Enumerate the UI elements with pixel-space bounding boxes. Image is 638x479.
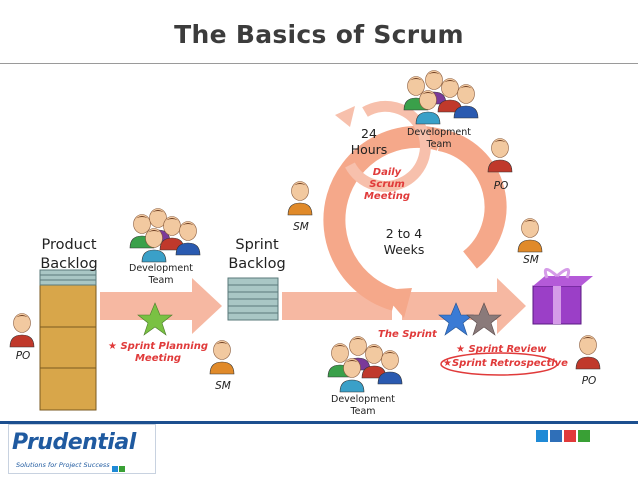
dev-team-planning-people <box>129 208 201 263</box>
footer-square-1 <box>536 430 548 442</box>
sprint-cycle <box>323 125 507 318</box>
logo-wordmark: Prudential <box>12 430 136 455</box>
po-person-right <box>575 335 601 370</box>
logo-box <box>8 424 156 474</box>
sprint-planning-star-glyph: ★ <box>107 341 117 352</box>
dev-team-sprint-people <box>327 336 403 393</box>
product-backlog-label: Product Backlog <box>30 236 108 274</box>
sprint-backlog-stack <box>227 277 279 321</box>
weeks-line1: 2 to 4 <box>385 226 423 241</box>
logo-square-green <box>119 466 125 472</box>
daily-scrum-line1: Daily Scrum <box>369 167 405 190</box>
weeks-line2: Weeks <box>383 242 425 257</box>
po-label-left: PO <box>15 350 31 362</box>
daily-scrum-label: Daily Scrum Meeting <box>354 167 420 203</box>
dev-team-planning-line1: Development <box>129 263 193 274</box>
sm-label-bottom: SM <box>215 380 231 392</box>
logo-square-blue <box>112 466 118 472</box>
sm-person-right <box>517 218 543 253</box>
sprint-backlog-line2: Backlog <box>228 256 286 272</box>
footer-square-3 <box>564 430 576 442</box>
the-sprint-label: The Sprint <box>378 329 437 340</box>
product-backlog-stack <box>39 269 97 411</box>
title-divider <box>0 63 638 64</box>
sprint-retro-star-glyph: ★ <box>443 358 452 369</box>
retrospective-highlight <box>440 352 558 376</box>
dev-team-sprint-label: Development Team <box>322 394 404 418</box>
po-person-left <box>9 313 35 348</box>
dev-team-planning-line2: Team <box>148 275 174 286</box>
weeks-label: 2 to 4 Weeks <box>368 226 440 258</box>
hours-line2: Hours <box>350 142 388 157</box>
sprint-planning-label: ★ Sprint Planning Meeting <box>106 341 210 365</box>
sprint-review-text: Sprint Review <box>468 344 547 355</box>
po-person-top <box>487 138 513 173</box>
dev-team-sprint-line1: Development <box>331 394 395 405</box>
footer-divider <box>0 421 638 424</box>
logo-tagline: Solutions for Project Success <box>16 461 110 469</box>
daily-scrum-line2: Meeting <box>363 191 410 202</box>
sm-person-bottom <box>209 340 235 375</box>
dev-team-daily-line1: Development <box>407 127 471 138</box>
dev-team-daily-label: Development Team <box>398 127 480 151</box>
dev-team-planning-label: Development Team <box>120 263 202 287</box>
sm-person-top <box>287 181 313 216</box>
sprint-planning-star <box>137 302 173 336</box>
footer-square-2 <box>550 430 562 442</box>
hours-label: 24 Hours <box>346 126 392 158</box>
sprint-backlog-label: Sprint Backlog <box>220 236 294 274</box>
product-increment-gift <box>532 268 593 325</box>
sprint-retrospective-text: Sprint Retrospective <box>451 358 568 369</box>
sprint-retrospective-label: ★Sprint Retrospective <box>443 357 568 370</box>
sprint-planning-line2: Meeting <box>134 353 181 364</box>
po-label-right: PO <box>581 375 597 387</box>
page-title: The Basics of Scrum <box>174 20 464 49</box>
sprint-planning-line1: Sprint Planning <box>120 341 208 352</box>
sprint-review-star-glyph: ★ <box>456 344 465 355</box>
product-backlog-line2: Backlog <box>40 256 98 272</box>
sm-label-right: SM <box>523 254 539 266</box>
sprint-review-label: ★ Sprint Review <box>456 343 547 356</box>
hours-line1: 24 <box>361 126 377 141</box>
footer-square-4 <box>578 430 590 442</box>
dev-team-sprint-line2: Team <box>350 406 376 417</box>
sprint-backlog-line1: Sprint <box>235 237 279 253</box>
product-backlog-line1: Product <box>41 237 97 253</box>
daily-cycle <box>335 100 431 192</box>
dev-team-daily-line2: Team <box>426 139 452 150</box>
sprint-retrospective-star <box>466 302 502 336</box>
po-label-top: PO <box>493 180 509 192</box>
sm-label-top: SM <box>293 221 309 233</box>
